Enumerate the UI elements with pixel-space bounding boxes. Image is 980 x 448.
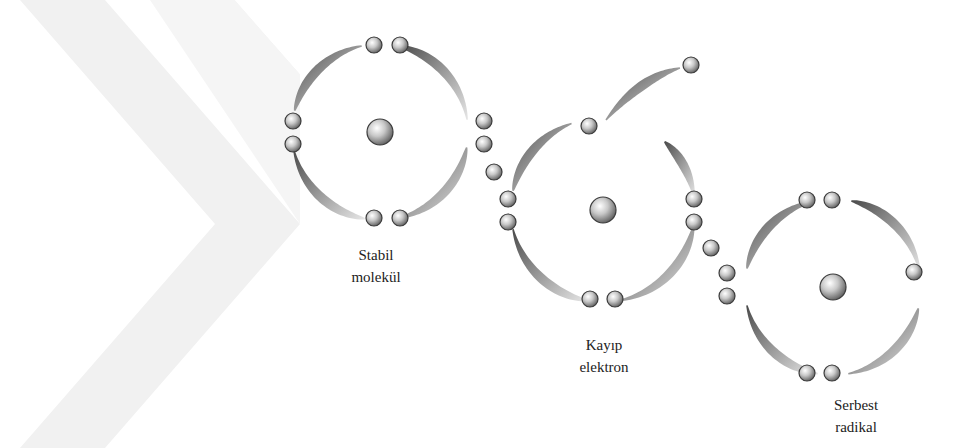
electron: [686, 191, 702, 207]
electron: [719, 288, 735, 304]
orbit-swoosh: [851, 200, 920, 272]
nucleus: [590, 197, 616, 223]
electron: [392, 37, 408, 53]
orbit-swoosh: [293, 150, 365, 219]
nucleus: [367, 119, 393, 145]
electron: [906, 264, 922, 280]
orbit-swoosh: [746, 305, 818, 374]
watermark-chevron: [150, 0, 300, 224]
orbit-swoosh: [512, 229, 587, 301]
electron: [824, 192, 840, 208]
orbit-swoosh: [294, 45, 362, 111]
electron: [500, 214, 516, 230]
electron: [366, 210, 382, 226]
atom-label: Kayıp elektron: [567, 334, 641, 378]
electron: [500, 191, 516, 207]
orbit-swoosh: [395, 147, 467, 219]
electron: [686, 214, 702, 230]
electron: [486, 164, 502, 180]
atom-label: Serbest radikal: [819, 394, 893, 438]
electron: [476, 113, 492, 129]
electron: [799, 365, 815, 381]
electron: [582, 291, 598, 307]
electron: [392, 210, 408, 226]
escape-swoosh: [605, 67, 680, 120]
orbit-swoosh: [398, 45, 468, 120]
electron: [285, 113, 301, 129]
orbit-swoosh: [664, 141, 695, 197]
electron: [703, 240, 719, 256]
electron: [476, 136, 492, 152]
atom-label: Stabil molekül: [339, 244, 413, 288]
electron: [581, 118, 597, 134]
electron: [285, 136, 301, 152]
watermark-gap: [235, 0, 300, 74]
orbit-swoosh: [746, 200, 815, 269]
electron: [824, 365, 840, 381]
orbit-swoosh: [512, 123, 572, 191]
electron: [366, 37, 382, 53]
electron: [607, 291, 623, 307]
electron: [799, 192, 815, 208]
electron: [719, 265, 735, 281]
electron: [683, 57, 699, 73]
orbit-swoosh: [848, 308, 919, 374]
nucleus: [820, 274, 846, 300]
watermark-chevron: [20, 0, 300, 448]
orbit-swoosh: [619, 226, 695, 301]
